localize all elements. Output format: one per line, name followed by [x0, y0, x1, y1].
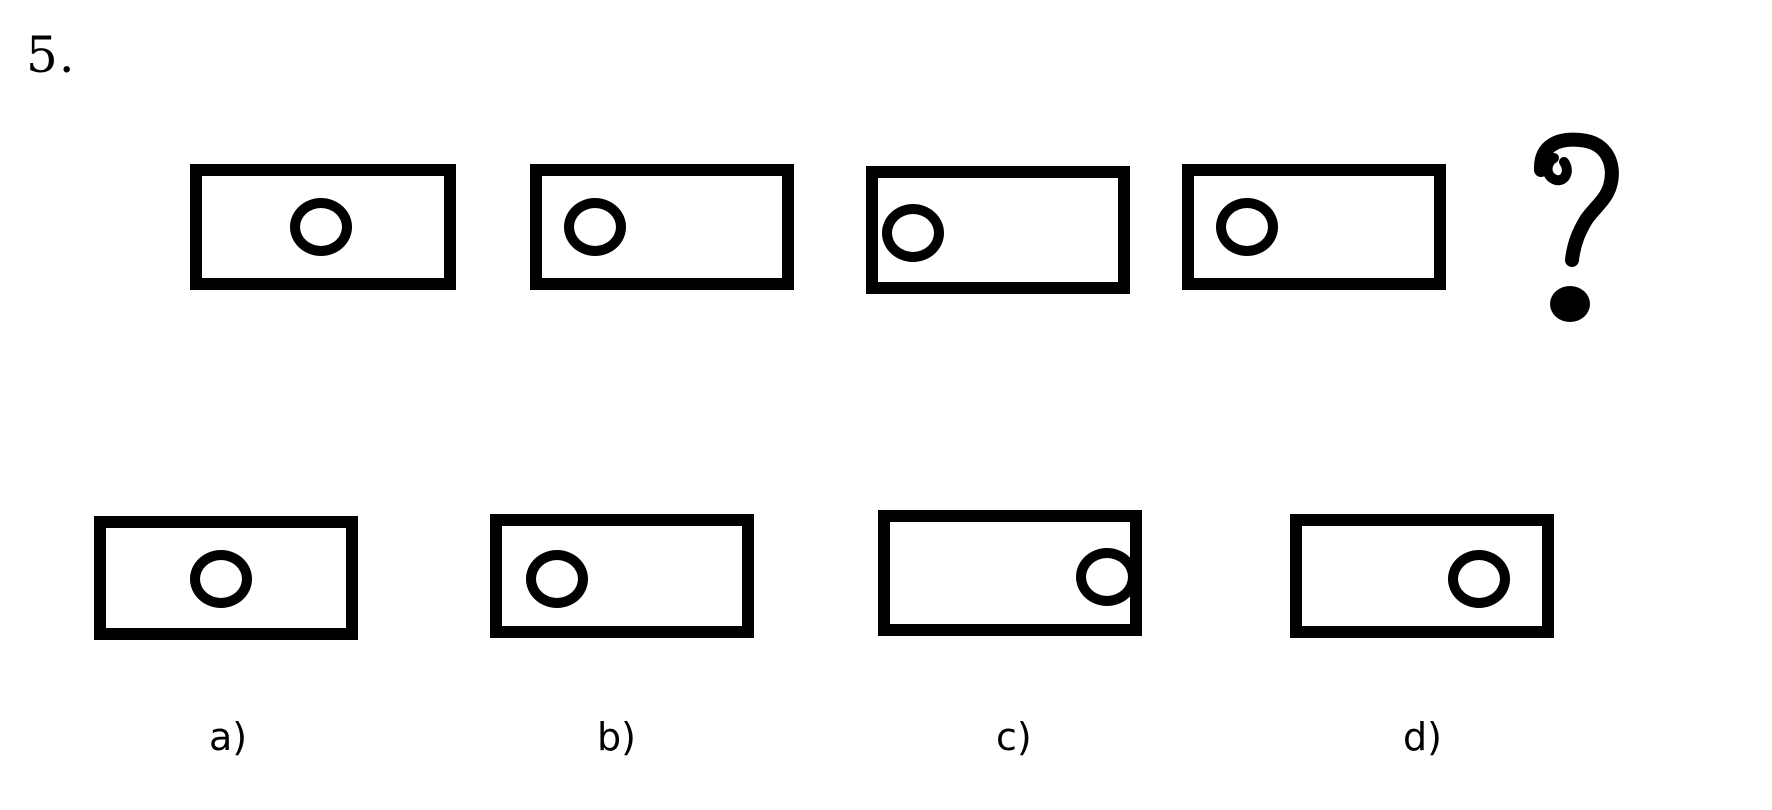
circle-icon [1076, 548, 1138, 606]
option-d-label[interactable]: d) [1403, 715, 1442, 759]
question-mark-icon [1534, 132, 1619, 322]
sequence-frame-1 [190, 164, 456, 290]
circle-icon [526, 550, 588, 608]
sequence-frame-3 [866, 166, 1130, 294]
option-b-label[interactable]: b) [597, 715, 636, 759]
circle-icon [290, 198, 352, 256]
sequence-frame-4 [1182, 164, 1446, 290]
circle-icon [882, 204, 944, 262]
option-a-frame[interactable] [94, 516, 358, 640]
circle-icon [1448, 550, 1510, 608]
option-c-frame[interactable] [878, 510, 1142, 636]
option-d-frame[interactable] [1290, 514, 1554, 638]
question-number: 5. [26, 26, 76, 84]
circle-icon [564, 198, 626, 256]
option-b-frame[interactable] [490, 514, 754, 638]
circle-icon [1216, 198, 1278, 256]
option-a-label[interactable]: a) [209, 715, 248, 759]
sequence-frame-2 [530, 164, 794, 290]
option-c-label[interactable]: c) [996, 715, 1032, 759]
circle-icon [190, 550, 252, 608]
